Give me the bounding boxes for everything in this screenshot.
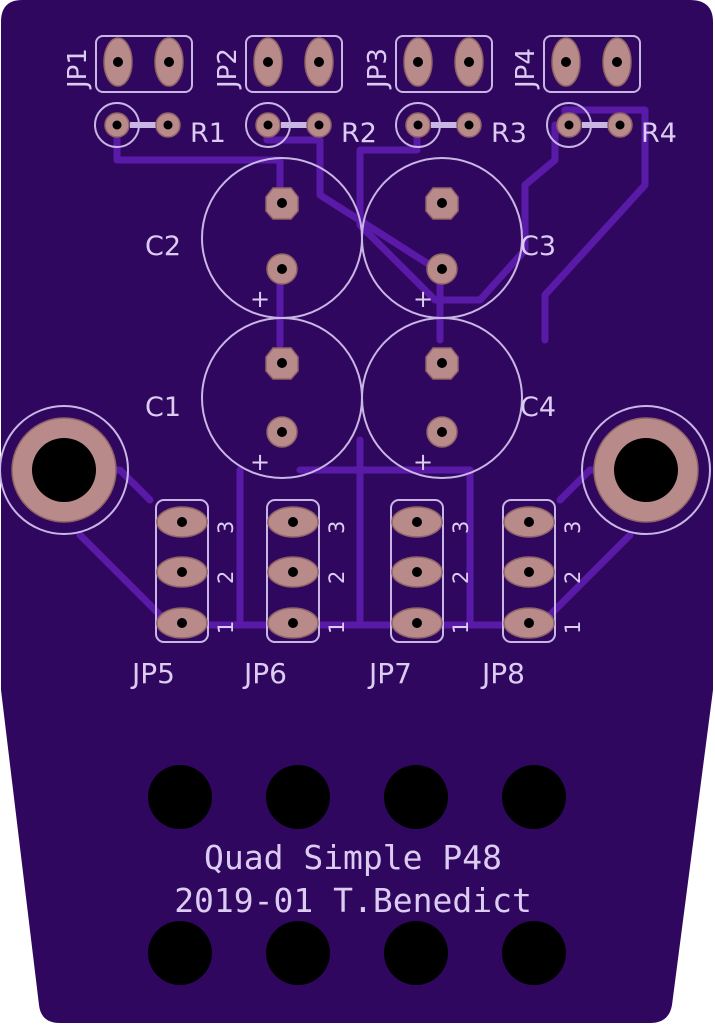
resistor-r4: R4: [546, 102, 677, 149]
jp5-pin3: 3: [214, 521, 238, 534]
c2-polarity-mark: +: [250, 285, 270, 313]
jp6-pin3: 3: [325, 521, 349, 534]
capacitor-c2: + C2: [145, 157, 363, 319]
board-title-line2: 2019-01 T.Benedict: [174, 881, 532, 920]
jp4-label: JP4: [511, 48, 541, 90]
c4-label: C4: [520, 392, 556, 423]
jumper-jp4: JP4: [511, 35, 641, 93]
jp7-pin2: 2: [449, 571, 473, 584]
jp7-pin3: 3: [449, 521, 473, 534]
jp5-label: JP5: [130, 657, 175, 690]
jumper-jp5: 3 2 1 JP5: [130, 499, 238, 690]
jp7-label: JP7: [367, 657, 412, 690]
jp8-label: JP8: [480, 657, 525, 690]
r4-label: R4: [641, 118, 677, 149]
c3-label: C3: [520, 231, 556, 262]
c1-label: C1: [145, 392, 181, 423]
jp1-label: JP1: [63, 48, 93, 90]
jp2-label: JP2: [213, 48, 243, 90]
connector-holes-bottom-row: [148, 921, 566, 985]
c2-label: C2: [145, 231, 181, 262]
jumper-jp8: 3 2 1 JP8: [480, 499, 585, 690]
jumper-jp7: 3 2 1 JP7: [367, 499, 473, 690]
resistor-r1: R1: [94, 102, 226, 149]
jp8-pin2: 2: [561, 571, 585, 584]
c1-polarity-mark: +: [250, 448, 270, 476]
mounting-hole-right: [581, 405, 711, 535]
r2-label: R2: [341, 118, 377, 149]
jp8-pin3: 3: [561, 521, 585, 534]
connector-holes-top-row: [148, 765, 566, 829]
jp7-pin1: 1: [449, 621, 473, 634]
board-title-line1: Quad Simple P48: [204, 838, 502, 877]
r1-label: R1: [190, 118, 226, 149]
mounting-hole-left: [0, 405, 129, 535]
jp6-pin2: 2: [325, 571, 349, 584]
jp6-label: JP6: [242, 657, 287, 690]
capacitor-c4: + C4: [361, 317, 556, 479]
r3-label: R3: [491, 118, 527, 149]
jp5-pin1: 1: [214, 621, 238, 634]
jp6-pin1: 1: [325, 621, 349, 634]
jp3-label: JP3: [363, 48, 393, 90]
jumper-jp1: JP1: [63, 35, 193, 93]
c4-polarity-mark: +: [413, 448, 433, 476]
capacitor-c1: + C1: [145, 317, 363, 479]
jumper-jp3: JP3: [363, 35, 493, 93]
resistor-r3: R3: [395, 102, 527, 149]
c3-polarity-mark: +: [413, 285, 433, 313]
jp5-pin2: 2: [214, 571, 238, 584]
jumper-jp6: 3 2 1 JP6: [242, 499, 349, 690]
jp8-pin1: 1: [561, 621, 585, 634]
jumper-jp2: JP2: [213, 35, 343, 93]
resistor-r2: R2: [245, 102, 377, 149]
